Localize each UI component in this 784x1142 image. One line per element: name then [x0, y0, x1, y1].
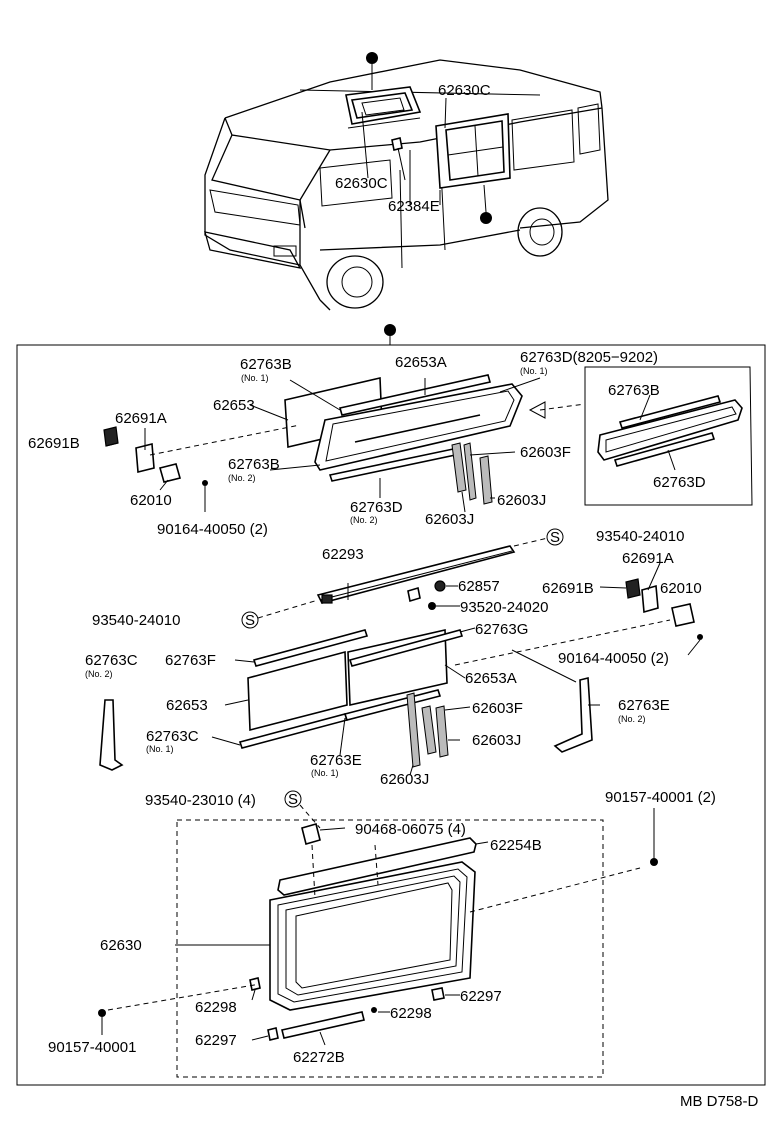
symbol-s — [241, 611, 259, 629]
symbol-s-text: S — [288, 791, 298, 808]
label-62691A-2: 62691A — [622, 550, 674, 567]
label-93520-24020: 93520-24020 — [460, 599, 548, 616]
label-62763E-no1: 62763E — [310, 752, 362, 769]
group1-parts — [103, 366, 753, 513]
note-no1: (No. 1) — [311, 768, 339, 778]
label-62691B-2: 62691B — [542, 580, 594, 597]
diagram-code: MB D758-D — [680, 1093, 759, 1110]
label-62298: 62298 — [195, 999, 237, 1016]
label-62763B-variant: 62763B — [608, 382, 660, 399]
label-62857: 62857 — [458, 578, 500, 595]
label-90468-06075: 90468-06075 (4) — [355, 821, 466, 838]
label-62763D-no2: 62763D — [350, 499, 403, 516]
label-62691A: 62691A — [115, 410, 167, 427]
label-62293: 62293 — [322, 546, 364, 563]
label-62763F: 62763F — [165, 652, 216, 669]
label-62010: 62010 — [130, 492, 172, 509]
label-62603J-3: 62603J — [472, 732, 521, 749]
label-62297: 62297 — [460, 988, 502, 1005]
bolt-marker — [480, 212, 492, 224]
side-window — [435, 113, 511, 189]
van-illustration — [204, 52, 609, 311]
label-62010-2: 62010 — [660, 580, 702, 597]
label-62298-2: 62298 — [390, 1005, 432, 1022]
label-62763C-no2: 62763C — [85, 652, 138, 669]
label-62763D-range: 62763D(8205−9202) — [520, 349, 658, 366]
label-93540-24010: 93540-24010 — [596, 528, 684, 545]
group2-parts: S S — [99, 528, 703, 776]
note-no2: (No. 2) — [228, 473, 256, 483]
note-no2: (No. 2) — [85, 669, 113, 679]
label-62653: 62653 — [213, 397, 255, 414]
label-62630C: 62630C — [335, 175, 388, 192]
label-62603J: 62603J — [497, 492, 546, 509]
label-62763B-no1: 62763B — [240, 356, 292, 373]
symbol-s — [284, 790, 302, 808]
label-93540-24010-2: 93540-24010 — [92, 612, 180, 629]
label-90157-40001-2: 90157-40001 (2) — [605, 789, 716, 806]
note-no1: (No. 1) — [146, 744, 174, 754]
group-marker — [384, 324, 396, 336]
note-no2: (No. 2) — [350, 515, 378, 525]
note-no2: (No. 2) — [618, 714, 646, 724]
label-90164-40050-2: 90164-40050 (2) — [558, 650, 669, 667]
note-no1: (No. 1) — [241, 373, 269, 383]
label-62653A-2: 62653A — [465, 670, 517, 687]
label-62763D-variant: 62763D — [653, 474, 706, 491]
label-62384E: 62384E — [388, 198, 440, 215]
label-62603F: 62603F — [520, 444, 571, 461]
label-62297-2: 62297 — [195, 1032, 237, 1049]
roof-window — [345, 86, 422, 129]
label-93540-23010: 93540-23010 (4) — [145, 792, 256, 809]
note-no1: (No. 1) — [520, 366, 548, 376]
label-62763C-no1: 62763C — [146, 728, 199, 745]
label-62653A: 62653A — [395, 354, 447, 371]
group3-parts: S — [98, 790, 658, 1078]
label-62763E-no2: 62763E — [618, 697, 670, 714]
symbol-s-text: S — [550, 529, 560, 546]
symbol-s — [546, 528, 564, 546]
label-62254B: 62254B — [490, 837, 542, 854]
label-62653-2: 62653 — [166, 697, 208, 714]
label-62630: 62630 — [100, 937, 142, 954]
label-90164-40050: 90164-40050 (2) — [157, 521, 268, 538]
label-62691B: 62691B — [28, 435, 80, 452]
label-62763G: 62763G — [475, 621, 528, 638]
symbol-s-text: S — [245, 612, 255, 629]
label-62630C-top: 62630C — [438, 82, 491, 99]
label-62763B-no2: 62763B — [228, 456, 280, 473]
label-90157-40001: 90157-40001 — [48, 1039, 136, 1056]
parts-frame — [16, 344, 766, 1086]
label-62603J-2: 62603J — [425, 511, 474, 528]
bolt-marker — [366, 52, 378, 64]
label-62603J-4: 62603J — [380, 771, 429, 788]
label-62272B: 62272B — [293, 1049, 345, 1066]
label-62603F-2: 62603F — [472, 700, 523, 717]
